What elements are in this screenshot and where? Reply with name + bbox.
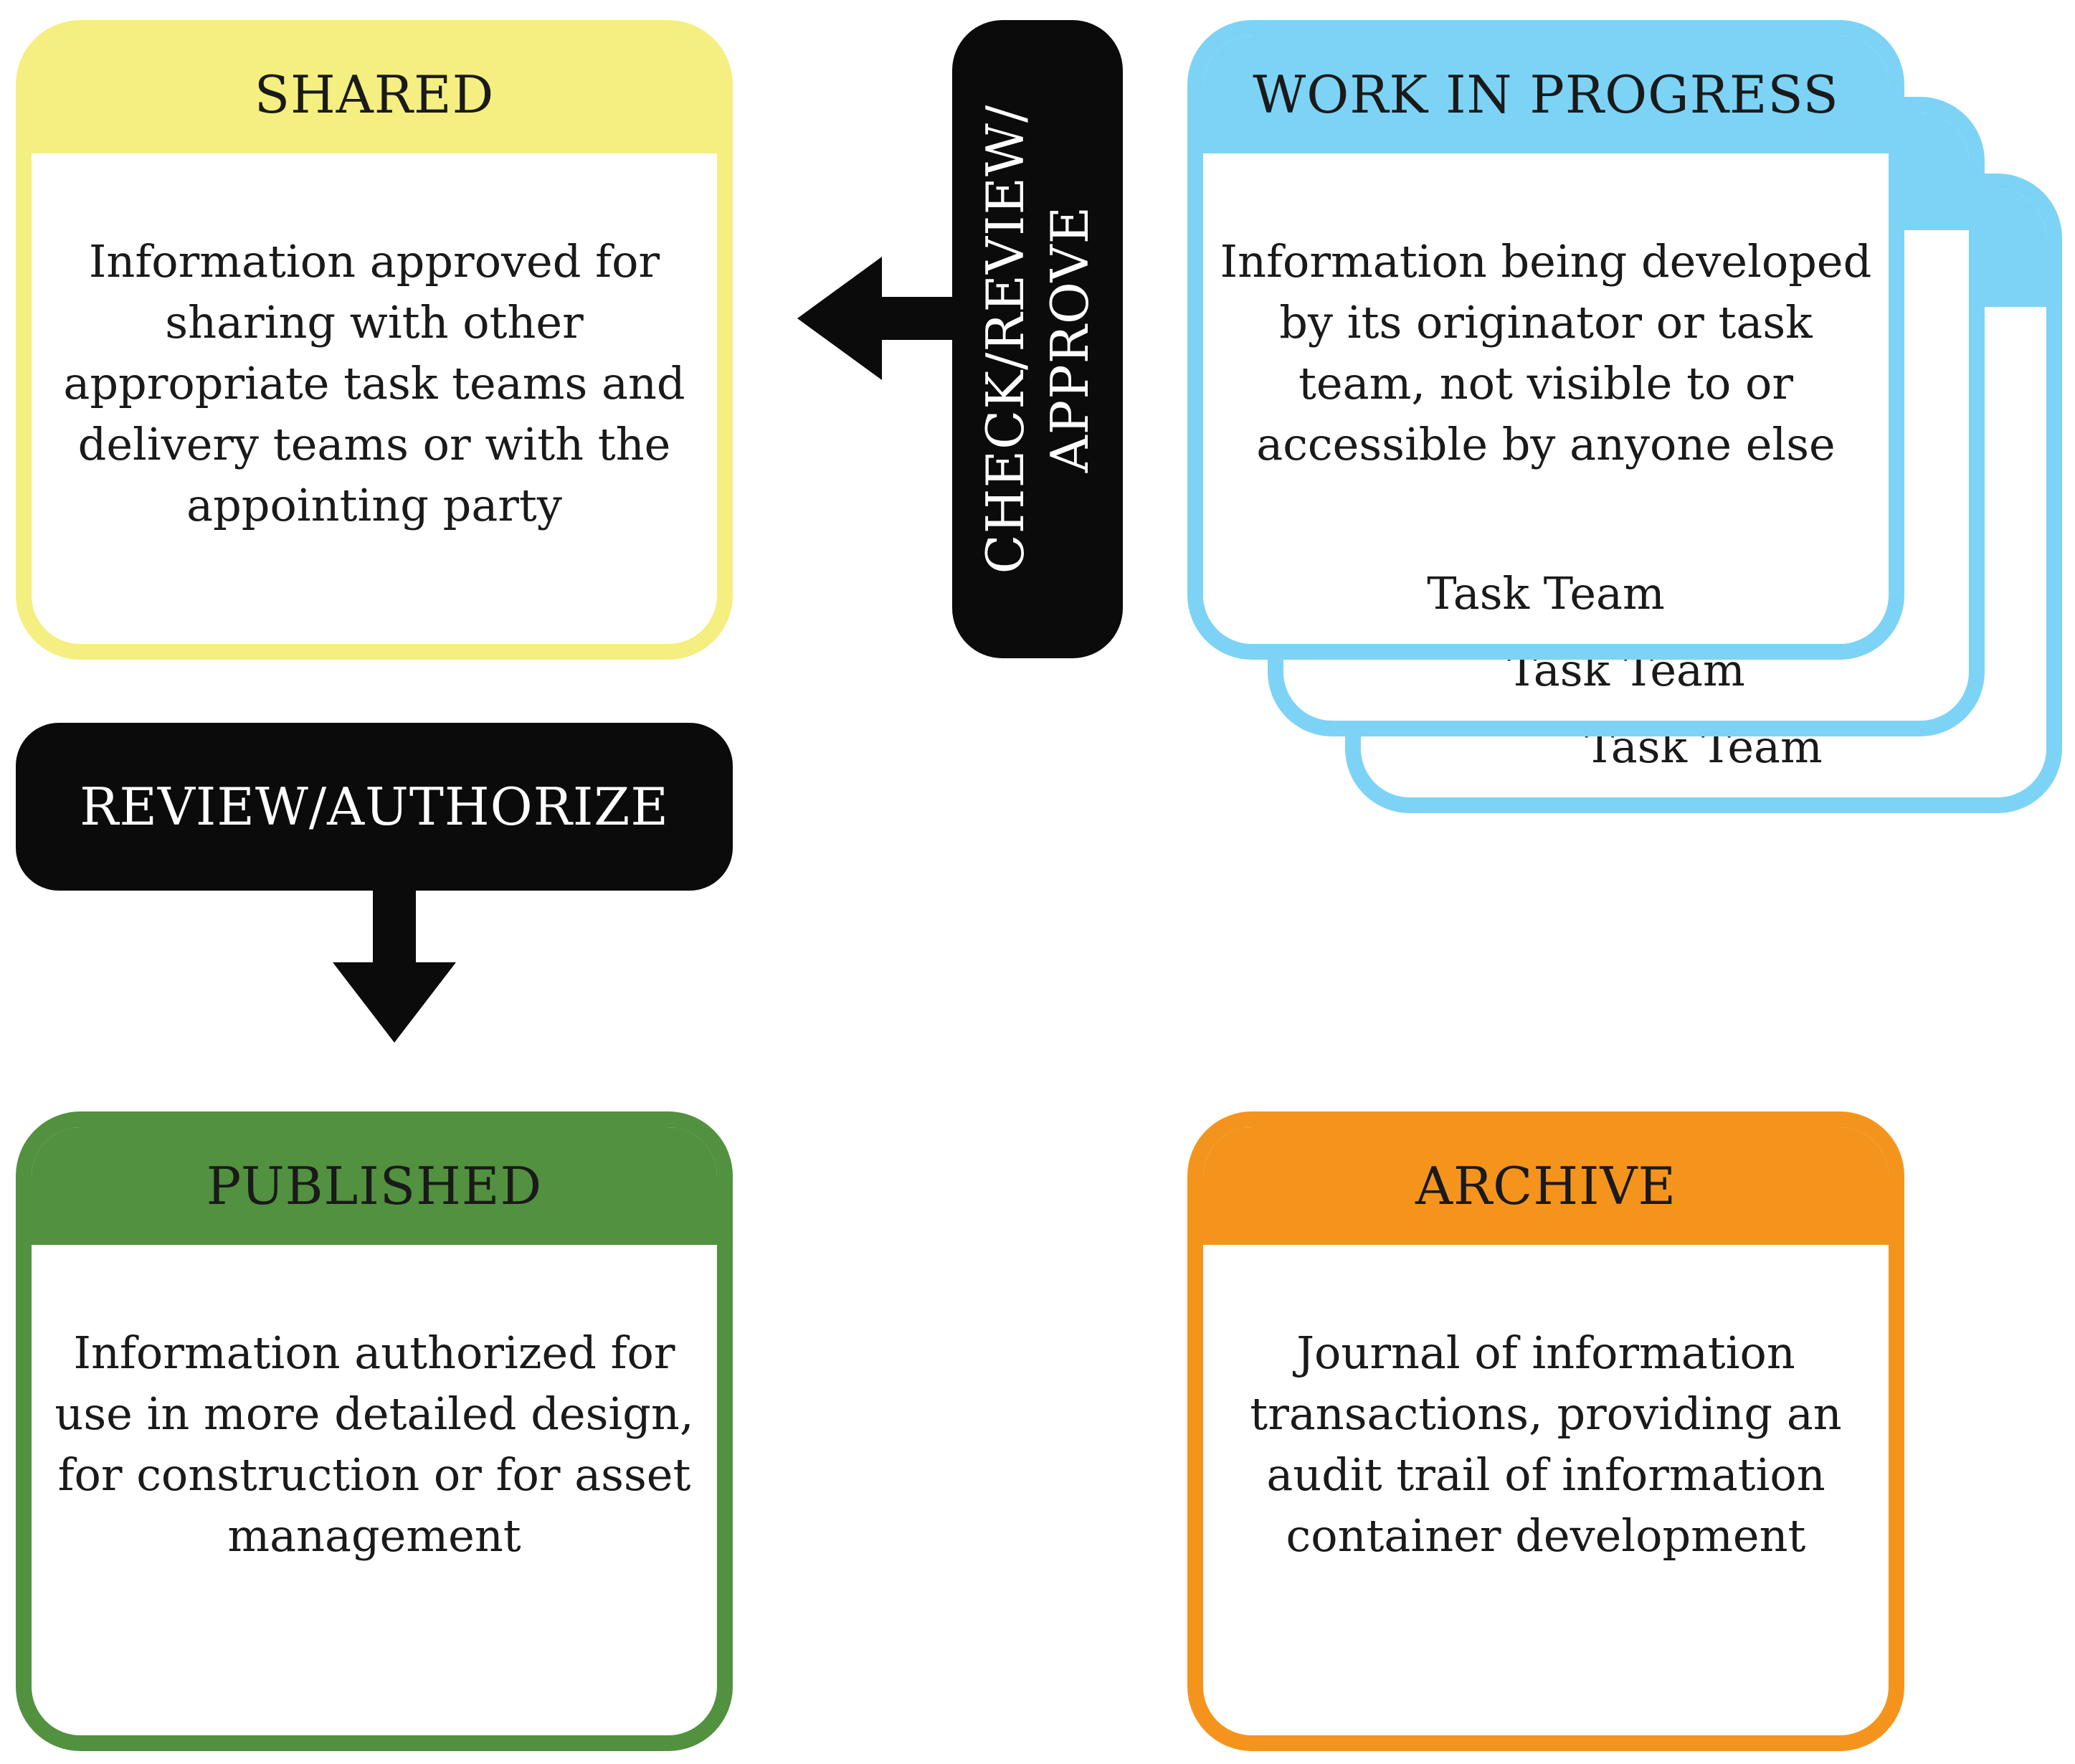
archive-description: Journal of information transactions, pro… — [1203, 1322, 1889, 1566]
shared-line: appropriate task teams and — [63, 357, 685, 409]
wip-line: accessible by anyone else — [1256, 418, 1836, 470]
archive-box: ARCHIVE Journal of information transacti… — [1187, 1111, 1904, 1751]
wip-line: Information being developed — [1220, 235, 1872, 288]
published-description: Information authorized for use in more d… — [32, 1322, 717, 1566]
check-line-1: CHECK/REVIEW/ — [975, 104, 1035, 574]
check-line-2: APPROVE — [1040, 205, 1100, 473]
wip-title: WORK IN PROGRESS — [1203, 36, 1889, 153]
shared-title: SHARED — [32, 36, 717, 153]
archive-line: container development — [1286, 1509, 1806, 1562]
archive-line: audit trail of information — [1266, 1448, 1825, 1501]
published-line: for construction or for asset — [57, 1448, 691, 1501]
wip-line: by its originator or task — [1279, 296, 1813, 348]
archive-line: transactions, providing an — [1250, 1388, 1842, 1440]
shared-line: sharing with other — [165, 296, 584, 348]
review-authorize-label: REVIEW/AUTHORIZE — [16, 723, 733, 891]
published-line: management — [227, 1509, 521, 1562]
left-arrow-icon — [797, 257, 956, 380]
shared-line: delivery teams or with the — [77, 418, 671, 470]
shared-line: appointing party — [186, 479, 562, 531]
task-team-label-1: Task Team — [1427, 567, 1665, 620]
shared-box: SHARED Information approved for sharing … — [16, 20, 733, 660]
wip-description: Information being developed by its origi… — [1203, 231, 1889, 475]
published-line: use in more detailed design, — [54, 1388, 694, 1440]
published-title: PUBLISHED — [32, 1127, 717, 1245]
published-line: Information authorized for — [73, 1327, 675, 1379]
published-box: PUBLISHED Information authorized for use… — [16, 1111, 733, 1751]
down-arrow-icon — [333, 889, 456, 1043]
shared-line: Information approved for — [88, 235, 660, 288]
wip-card-1: WORK IN PROGRESS Information being devel… — [1187, 20, 1904, 660]
archive-line: Journal of information — [1296, 1327, 1795, 1379]
check-review-approve-label: CHECK/REVIEW/ APPROVE — [952, 20, 1123, 658]
archive-title: ARCHIVE — [1203, 1127, 1889, 1245]
shared-description: Information approved for sharing with ot… — [32, 231, 717, 536]
wip-line: team, not visible to or — [1298, 357, 1793, 409]
check-review-approve-text: CHECK/REVIEW/ APPROVE — [973, 31, 1102, 648]
